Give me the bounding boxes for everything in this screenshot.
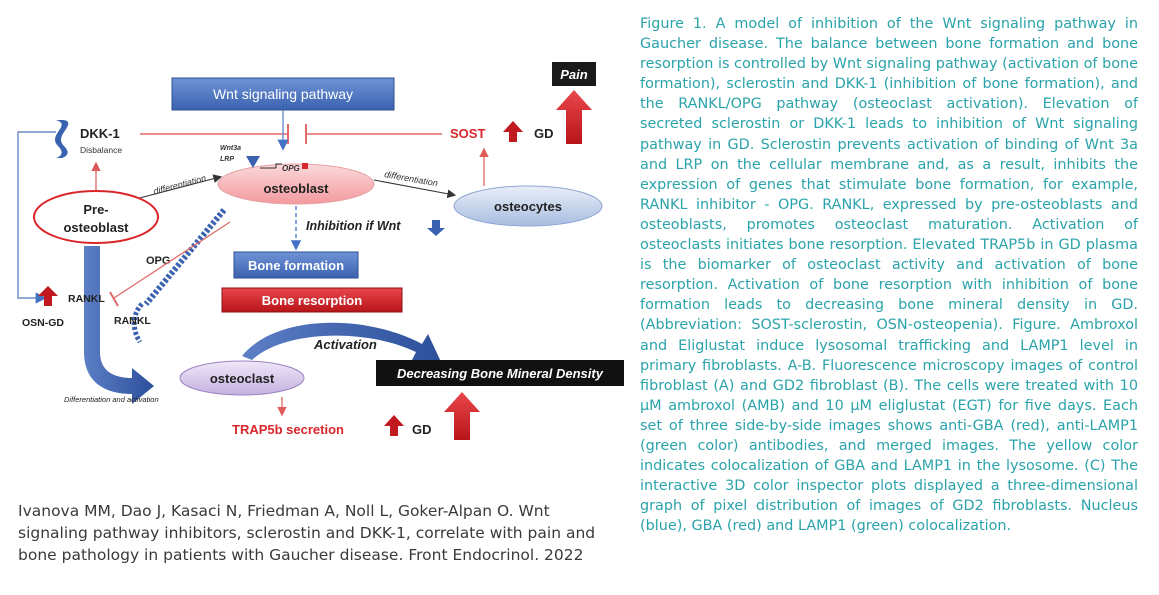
gd-bottom-label: GD bbox=[412, 422, 432, 437]
figure-caption: Figure 1. A model of inhibition of the W… bbox=[640, 16, 1138, 535]
bone-formation-label: Bone formation bbox=[248, 258, 344, 273]
osteocytes-cell bbox=[453, 185, 603, 227]
dkk1-bracket-icon bbox=[55, 120, 69, 158]
sost-up-arrow-icon bbox=[503, 121, 523, 142]
opg-label: OPG bbox=[146, 255, 170, 267]
osteoblast-cell bbox=[217, 163, 375, 205]
osteoblast-label: osteoblast bbox=[263, 181, 329, 196]
sost-label: SOST bbox=[450, 126, 485, 141]
lrp-label: LRP bbox=[220, 156, 234, 163]
trap5b-label: TRAP5b secretion bbox=[232, 422, 344, 437]
gd-top-label: GD bbox=[534, 126, 554, 141]
trap5b-up-arrow-icon bbox=[384, 415, 404, 436]
pre-osteoblast-label-2: osteoblast bbox=[63, 220, 129, 235]
pain-label: Pain bbox=[560, 67, 588, 82]
disbalance-label: Disbalance bbox=[80, 145, 122, 155]
pre-osteoblast-label-1: Pre- bbox=[83, 202, 108, 217]
bmd-up-arrow-icon bbox=[444, 392, 480, 440]
gene-product-icon bbox=[302, 163, 308, 169]
pain-up-arrow-icon bbox=[556, 90, 592, 144]
osteoclast-label: osteoclast bbox=[210, 371, 275, 386]
wnt-pathway-diagram: Wnt signaling pathway Pain DKK-1 Disbala… bbox=[14, 52, 634, 442]
receptor-icon bbox=[246, 156, 260, 168]
wnt-pathway-box: Wnt signaling pathway bbox=[171, 77, 395, 111]
osteocytes-label: osteocytes bbox=[494, 199, 562, 214]
inhibition-down-arrow-icon bbox=[427, 220, 445, 236]
bone-resorption-box: Bone resorption bbox=[221, 287, 403, 313]
wnt-pathway-label: Wnt signaling pathway bbox=[213, 86, 353, 102]
bone-resorption-label: Bone resorption bbox=[262, 293, 362, 308]
inhibition-if-wnt-label: Inhibition if Wnt bbox=[306, 219, 401, 233]
dkk1-label: DKK-1 bbox=[80, 126, 120, 141]
osn-up-arrow-icon bbox=[38, 286, 58, 306]
differentiation-big-arrow-icon bbox=[84, 246, 154, 404]
pain-box: Pain bbox=[552, 62, 596, 86]
bone-formation-box: Bone formation bbox=[233, 251, 359, 279]
osteoclast-cell bbox=[179, 360, 305, 396]
opg-gene-label: OPG bbox=[282, 164, 300, 173]
activation-label: Activation bbox=[313, 337, 377, 352]
osn-gd-label: OSN-GD bbox=[22, 317, 64, 329]
wnt3a-label: Wnt3a bbox=[220, 145, 241, 152]
rankl-upper-label: RANKL bbox=[68, 293, 105, 305]
activation-arc-arrow-icon bbox=[242, 322, 442, 364]
decreasing-bmd-box: Decreasing Bone Mineral Density bbox=[376, 360, 624, 386]
pre-osteoblast-cell bbox=[33, 190, 159, 244]
rankl-lower-label: RANKL bbox=[114, 315, 151, 327]
diff-activation-label: Differentiation and activation bbox=[64, 395, 159, 404]
citation: Ivanova MM, Dao J, Kasaci N, Friedman A,… bbox=[18, 502, 596, 564]
decreasing-bmd-label: Decreasing Bone Mineral Density bbox=[397, 366, 604, 381]
